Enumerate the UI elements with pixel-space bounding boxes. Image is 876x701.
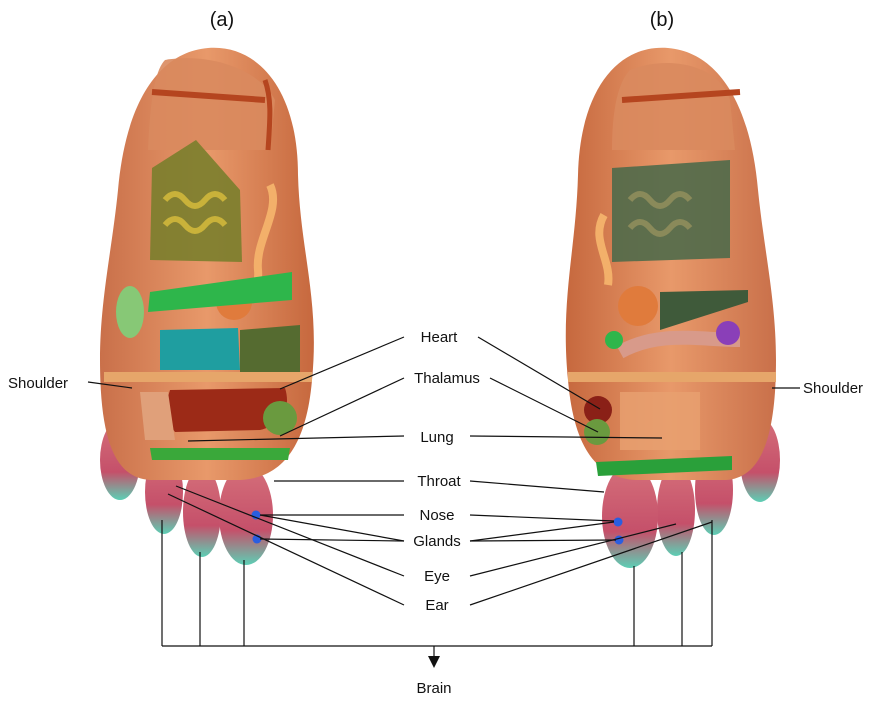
leader-glands-right-1: [470, 522, 614, 541]
right-nose-gland-dot: [614, 518, 623, 527]
label-shoulder-left: Shoulder: [8, 375, 68, 392]
label-throat: Throat: [417, 473, 461, 490]
left-toe-3: [183, 467, 221, 557]
panel-a-label: (a): [210, 9, 234, 31]
leader-nose-right: [470, 515, 614, 521]
right-green-dot: [605, 331, 623, 349]
leader-throat-right: [470, 481, 604, 492]
left-foot: [100, 48, 314, 565]
leader-ear-right: [470, 522, 712, 605]
left-side-green: [116, 286, 144, 338]
right-intestine-zone: [612, 160, 730, 262]
right-foot: [566, 48, 780, 568]
leader-glands-right-2: [470, 540, 616, 541]
left-teal-zone: [160, 328, 240, 370]
right-purple-zone: [716, 321, 740, 345]
label-ear: Ear: [425, 597, 448, 614]
right-lung-zone: [620, 392, 700, 450]
left-throat-band: [150, 448, 290, 460]
label-lung: Lung: [420, 429, 453, 446]
right-kidney: [618, 286, 658, 326]
label-shoulder-right: Shoulder: [803, 380, 863, 397]
label-nose: Nose: [419, 507, 454, 524]
label-brain: Brain: [416, 680, 451, 697]
label-eye: Eye: [424, 568, 450, 585]
panel-b-label: (b): [650, 9, 674, 31]
left-shoulder-band: [104, 372, 312, 382]
leader-glands-left-2: [260, 539, 404, 541]
left-olive-zone: [240, 325, 300, 372]
label-heart: Heart: [421, 329, 459, 346]
label-glands: Glands: [413, 533, 461, 550]
label-thalamus: Thalamus: [414, 370, 480, 387]
right-shoulder-band: [568, 372, 776, 382]
